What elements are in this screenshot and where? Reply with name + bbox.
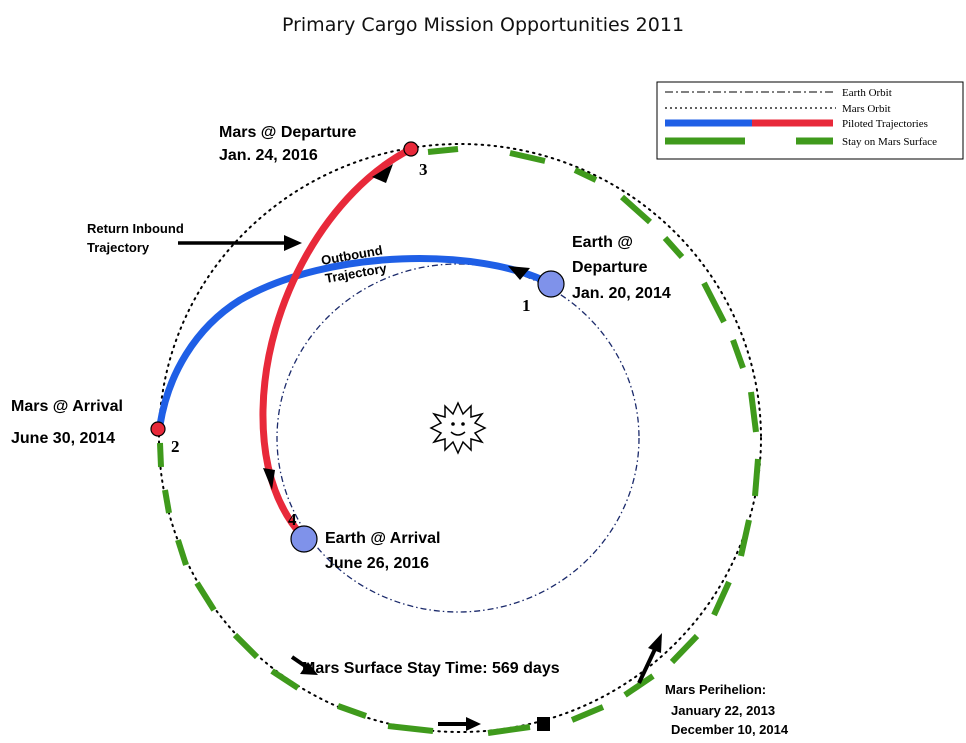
- perihelion-date-2: December 10, 2014: [671, 722, 789, 737]
- point-number-2: 2: [171, 437, 180, 456]
- perihelion-date-1: January 22, 2013: [671, 703, 775, 718]
- mars-surface-stay-segments: [157, 146, 761, 736]
- inbound-trajectory: [259, 145, 415, 542]
- earth-departure-date: Jan. 20, 2014: [572, 285, 671, 302]
- earth-departure-marker: [537, 270, 565, 298]
- stay-segment: [194, 581, 217, 612]
- mars-arrival-label: Mars @ Arrival: [11, 398, 123, 415]
- inbound-arrowhead-top: [372, 164, 393, 183]
- mars-departure-date: Jan. 24, 2016: [219, 147, 318, 164]
- point-number-1: 1: [522, 296, 531, 315]
- orbit-direction-arrowhead: [300, 662, 318, 675]
- stay-segment: [730, 338, 746, 370]
- stay-segment: [509, 150, 546, 164]
- stay-segment: [232, 632, 260, 660]
- stay-segment: [175, 539, 189, 566]
- outbound-trajectory: [156, 255, 553, 429]
- mars-orbit: [158, 143, 762, 733]
- stay-segment: [701, 281, 727, 324]
- stay-segment: [738, 519, 752, 557]
- point-number-3: 3: [419, 160, 428, 179]
- mars-arrival-marker: [150, 421, 166, 437]
- earth-arrival-label: Earth @ Arrival: [325, 530, 441, 547]
- stay-segment: [270, 668, 300, 691]
- orbit-direction-arrowhead: [648, 633, 662, 653]
- stay-segment: [157, 442, 164, 468]
- return-inbound-label: Return Inbound: [87, 221, 184, 236]
- sun-icon: [429, 401, 487, 455]
- stay-segment: [748, 391, 759, 433]
- return-inbound-label-2: Trajectory: [87, 240, 150, 255]
- stay-segment: [573, 167, 598, 183]
- perihelion-label: Mars Perihelion:: [665, 682, 766, 697]
- stay-segment: [662, 235, 685, 260]
- inbound-arrowhead-bottom: [263, 468, 275, 490]
- return-inbound-pointer-arrowhead: [284, 235, 302, 251]
- stay-segment: [669, 633, 700, 665]
- diagram-title: Primary Cargo Mission Opportunities 2011: [282, 14, 684, 36]
- outbound-arrowhead: [508, 266, 530, 280]
- earth-arrival-date: June 26, 2016: [325, 555, 429, 572]
- point-number-4: 4: [288, 510, 297, 529]
- stay-segment: [487, 724, 531, 736]
- earth-arrival-marker: [290, 525, 318, 553]
- stay-segment: [162, 489, 172, 514]
- legend-mars-orbit-label: Mars Orbit: [842, 103, 891, 115]
- stay-segment: [620, 194, 652, 225]
- legend: Earth Orbit Mars Orbit Piloted Trajector…: [656, 81, 964, 160]
- stay-segment: [570, 704, 605, 723]
- earth-departure-label: Earth @: [572, 234, 633, 251]
- stay-segment: [387, 723, 434, 734]
- earth-departure-label-2: Departure: [572, 259, 648, 276]
- legend-stay-label: Stay on Mars Surface: [842, 136, 937, 148]
- stay-segment: [623, 673, 655, 698]
- mars-departure-marker: [403, 141, 419, 157]
- mars-arrival-date: June 30, 2014: [11, 430, 115, 447]
- mars-departure-label: Mars @ Departure: [219, 124, 357, 141]
- stay-time-label: Mars Surface Stay Time: 569 days: [302, 660, 560, 677]
- orbit-direction-arrowhead: [466, 717, 481, 731]
- stay-segment: [711, 580, 732, 617]
- orbit-direction-arrow: [637, 646, 658, 684]
- stay-segment: [427, 146, 459, 155]
- stay-segment: [752, 458, 761, 497]
- stay-segment: [336, 703, 368, 719]
- perihelion-marker: [537, 717, 550, 731]
- legend-earth-orbit-label: Earth Orbit: [842, 87, 892, 99]
- earth-orbit: [276, 263, 640, 613]
- legend-piloted-label: Piloted Trajectories: [842, 118, 928, 130]
